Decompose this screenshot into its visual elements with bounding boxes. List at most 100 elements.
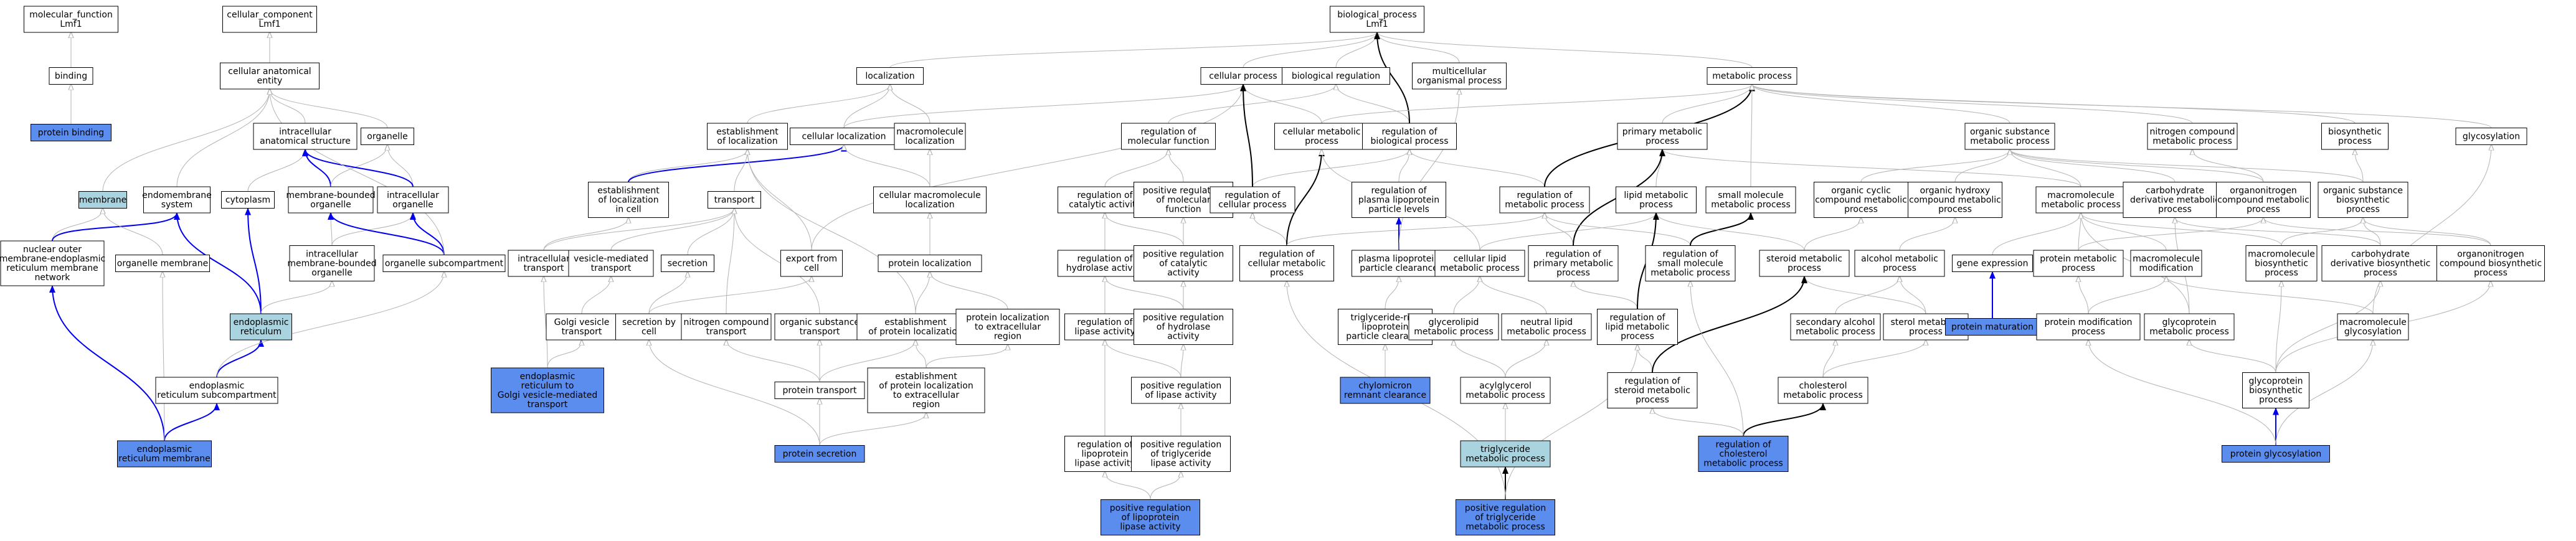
term-box [2321,245,2440,281]
edge-gray [2078,276,2089,314]
term-box [1330,6,1424,33]
edge-gray [1899,218,1955,251]
term-box [1501,313,1592,341]
edge-gray [2166,276,2374,314]
term-label-line: lipase activity [1150,459,1211,469]
edge-gray [1752,85,2193,124]
edge-gray [2355,149,2364,182]
term-label-line: of protein localization [868,327,962,337]
term-label-line: Golgi vesicle [554,318,610,327]
term-label-line: metabolic process [1466,454,1545,464]
term-label-line: of triglyceride [1150,449,1211,459]
edge-blue [302,149,414,187]
edge-gray [726,340,820,382]
edge-gray [260,281,332,314]
term-label-line: particle clearance [1360,263,1438,273]
term-label-line: biosynthetic [2249,386,2303,396]
term-box [1528,245,1619,281]
edge-gray [1505,340,1546,378]
term-label-line: sterol metabolic [1891,318,1961,327]
term-label-line: regulation of [1077,254,1133,264]
edge-gray [331,213,413,246]
term-box [2033,250,2124,277]
edge-gray [1505,345,1637,500]
edge-gray [1336,85,1410,124]
edge-gray [628,149,747,182]
term-label-line: of lipase activity [1145,390,1216,400]
term-box [2321,123,2389,150]
term-label-line: protein transport [783,386,857,396]
term-label-line: regulation of [1715,440,1771,450]
term-label-line: organelle subcompartment [385,259,504,269]
term-box [0,240,105,286]
term-label-line: process [1883,263,1916,273]
term-node-protein-transport: protein transport [774,382,865,399]
edge-gray [2081,213,2282,246]
term-label-line: glycosylation [2463,132,2520,142]
term-label-line: metabolic process [1505,200,1584,210]
term-label-line: lipid metabolic [1624,191,1688,200]
term-label-line: region [994,332,1021,342]
term-label-line: nitrogen compound [2149,127,2235,137]
term-label-line: transport [528,400,568,410]
term-box [1616,186,1697,214]
term-label-line: organic substance [2323,186,2403,196]
term-box [155,377,278,404]
term-box [1121,123,1216,150]
term-label-line: membrane-bounded [287,259,376,269]
term-label-line: of molecular [1156,195,1211,205]
term-box [588,182,669,218]
term-label-line: biological_process [1337,10,1417,20]
edge-gray [1252,213,1287,246]
term-label-line: of protein localization [879,381,973,391]
term-label-line: plasma lipoprotein [1358,195,1439,205]
term-label-line: cellular metabolic [1248,259,1326,269]
term-label-line: transport [562,327,602,337]
term-label-line: macromolecule [2248,250,2315,260]
term-label-line: process [2158,205,2192,215]
edge-gray [1105,213,1184,246]
term-box [49,67,93,85]
term-label-line: carbohydrate [2351,250,2410,260]
term-node-gene-expression: gene expression [1952,255,2033,272]
term-label-line: positive regulation [1143,250,1224,260]
term-node-membrane: membrane [78,191,127,209]
term-label-line: process [1556,268,1590,278]
term-label-line: Lmf1 [60,19,82,29]
term-box [2318,182,2408,218]
term-box [856,313,975,341]
edge-gray [1656,213,1805,251]
edge-gray [1105,276,1184,309]
term-label-line: biosynthetic [2328,127,2382,137]
term-label-line: steroid metabolic [1614,386,1690,396]
term-box [1210,186,1295,214]
term-box [1945,318,2040,336]
term-label-line: lipid metabolic [1605,322,1669,332]
term-box [894,123,966,150]
edge-black [1690,212,1754,246]
term-label-line: derivative metabolic [2130,195,2220,205]
edge-gray [649,340,820,446]
term-box [1340,377,1431,404]
edge-gray [247,149,305,192]
term-label-line: transport [800,327,840,337]
term-label-line: anatomical structure [260,136,351,146]
term-label-line: endoplasmic [189,381,245,391]
edge-gray [1804,276,1926,314]
term-label-line: organelle [310,200,351,210]
